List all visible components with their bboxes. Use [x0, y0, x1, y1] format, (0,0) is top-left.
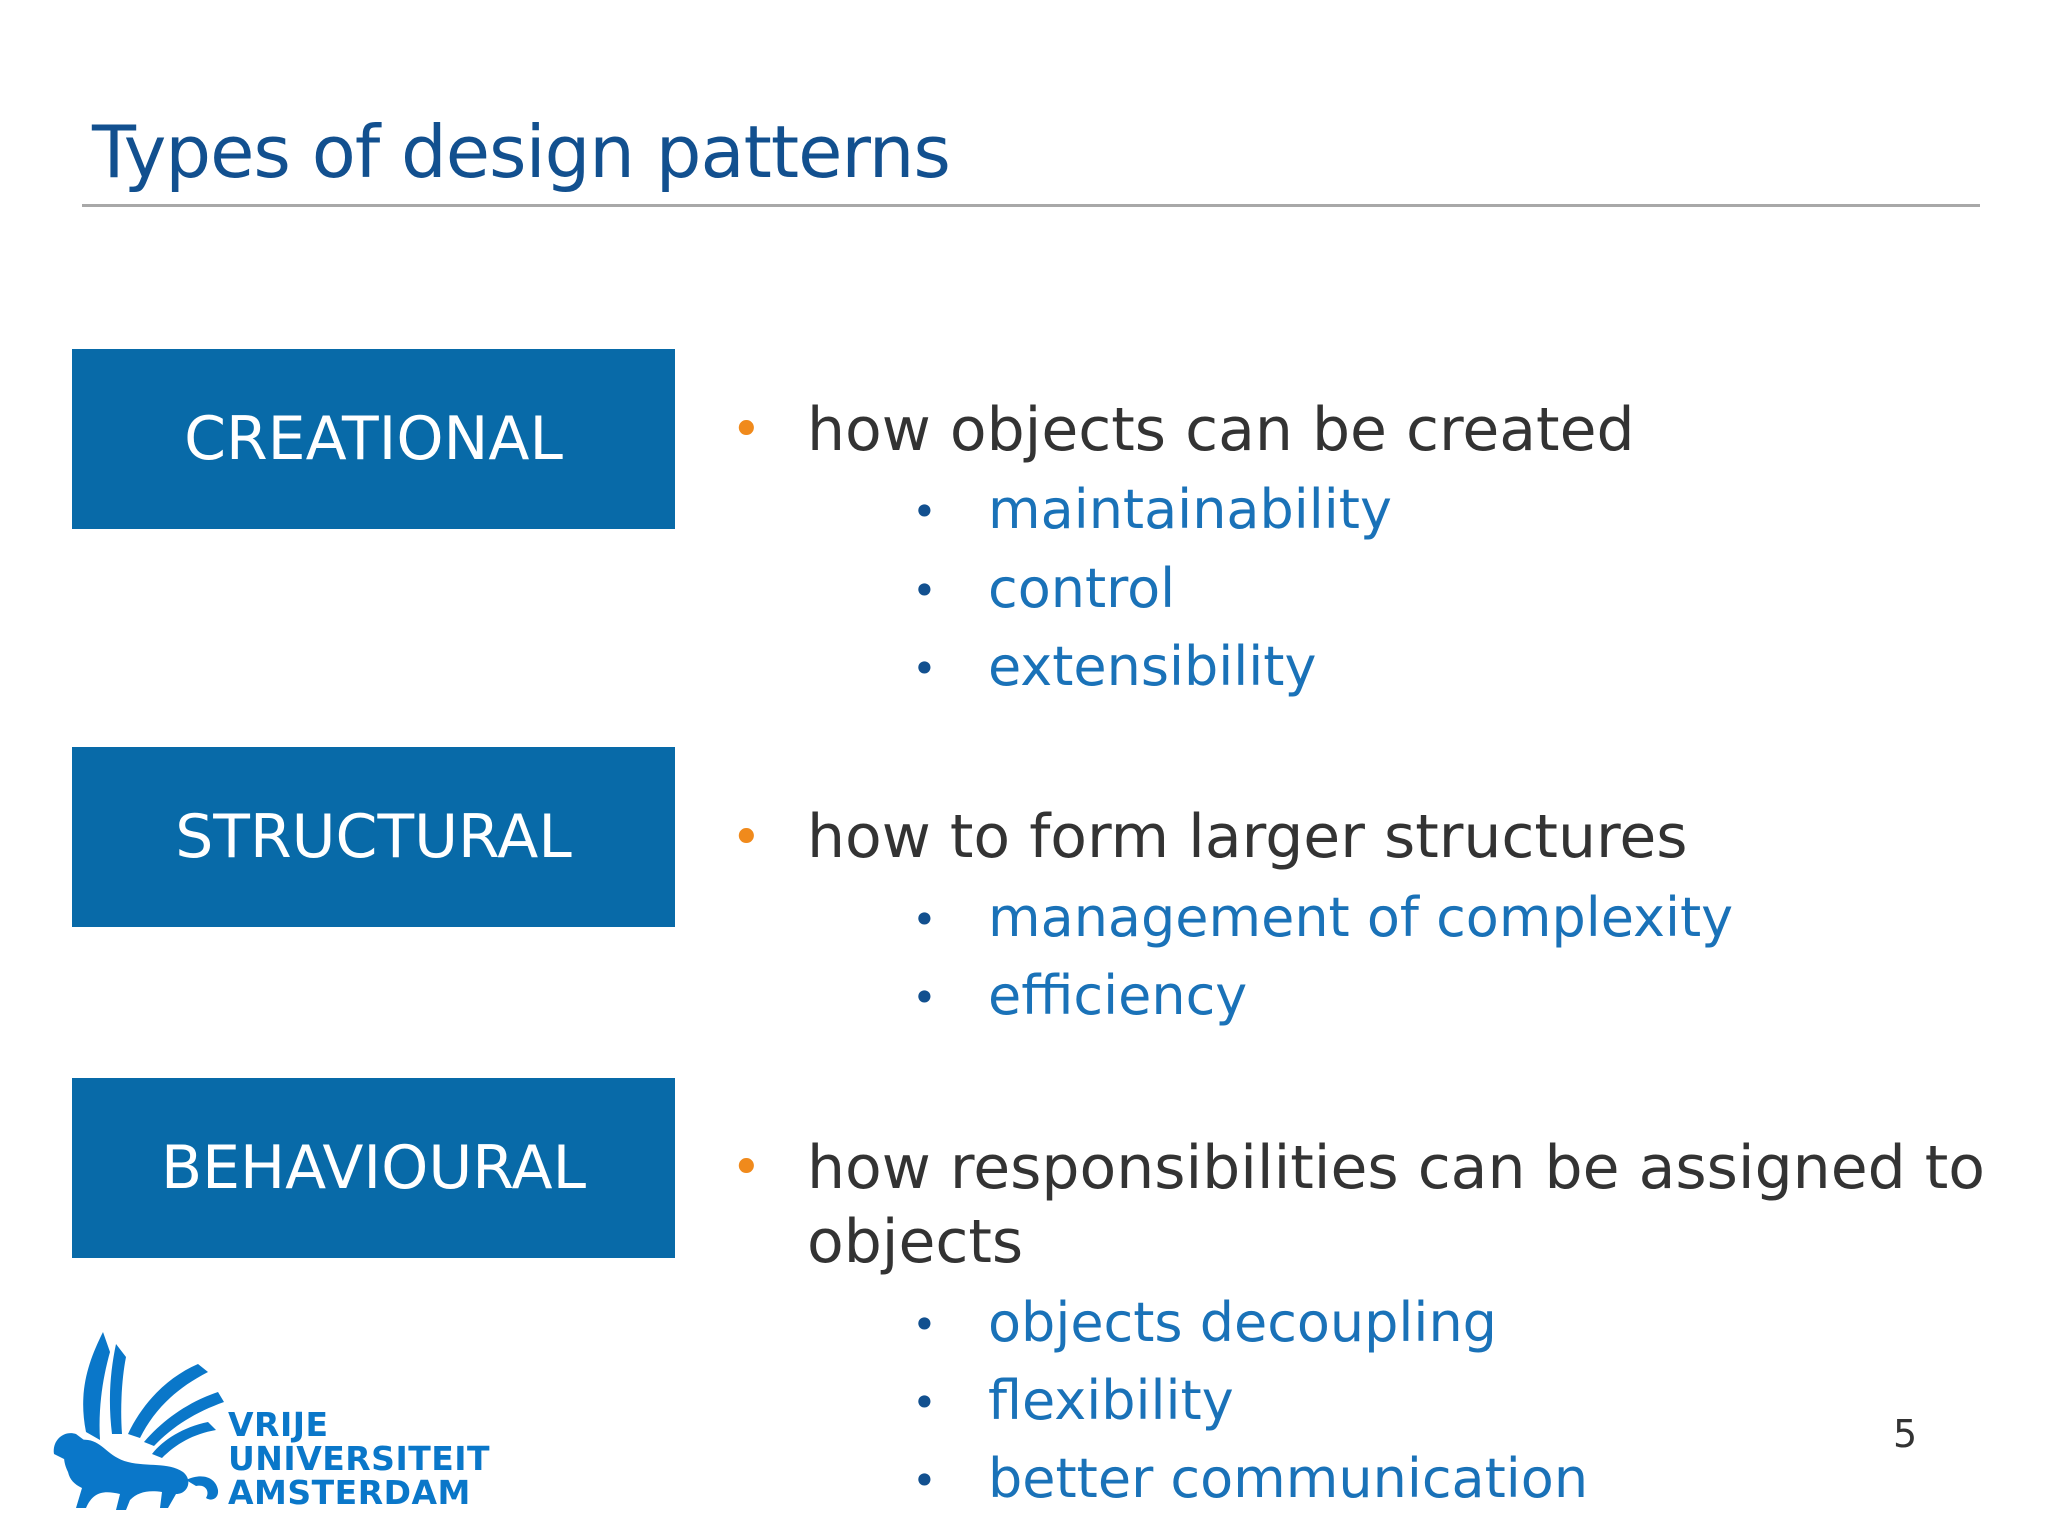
logo-line-vrije: VRIJE	[228, 1405, 329, 1444]
university-logo-text: VRIJE UNIVERSITEIT AMSTERDAM	[228, 1408, 490, 1510]
title-divider	[82, 204, 1980, 207]
structural-point-management-of-complexity: management of complexity	[988, 886, 1734, 949]
creational-point-control: control	[988, 557, 1176, 620]
behavioural-point-bullet: •	[912, 1300, 937, 1349]
logo-line-universiteit: UNIVERSITEIT	[228, 1439, 491, 1478]
creational-label: CREATIONAL	[184, 404, 563, 474]
creational-description: how objects can be created	[807, 395, 1635, 465]
creational-point-maintainability: maintainability	[988, 478, 1392, 541]
structural-label: STRUCTURAL	[175, 802, 572, 872]
creational-point-extensibility: extensibility	[988, 635, 1317, 698]
behavioural-point-objects-decoupling: objects decoupling	[988, 1291, 1497, 1354]
behavioural-bullet: •	[731, 1138, 762, 1198]
creational-point-bullet: •	[912, 566, 937, 615]
structural-description: how to form larger structures	[807, 802, 1688, 872]
behavioural-point-better-communication: better communication	[988, 1447, 1589, 1510]
logo-line-amsterdam: AMSTERDAM	[228, 1473, 471, 1512]
structural-point-efficiency: efficiency	[988, 964, 1248, 1027]
behavioural-description: how responsibilities can be assigned to …	[807, 1131, 1985, 1279]
structural-box: STRUCTURAL	[72, 747, 675, 927]
creational-bullet: •	[731, 400, 762, 460]
slide-title: Types of design patterns	[92, 110, 951, 194]
behavioural-point-flexibility: flexibility	[988, 1369, 1234, 1432]
griffin-icon	[53, 1332, 224, 1510]
structural-point-bullet: •	[912, 973, 937, 1022]
creational-box: CREATIONAL	[72, 349, 675, 529]
behavioural-description-line-1: how responsibilities can be assigned to	[807, 1133, 1985, 1203]
structural-bullet: •	[731, 808, 762, 868]
behavioural-description-line-2: objects	[807, 1207, 1024, 1277]
behavioural-box: BEHAVIOURAL	[72, 1078, 675, 1258]
page-number: 5	[1893, 1412, 1918, 1456]
structural-point-bullet: •	[912, 895, 937, 944]
behavioural-point-bullet: •	[912, 1456, 937, 1505]
creational-point-bullet: •	[912, 487, 937, 536]
behavioural-label: BEHAVIOURAL	[160, 1133, 586, 1203]
creational-point-bullet: •	[912, 644, 937, 693]
behavioural-point-bullet: •	[912, 1378, 937, 1427]
